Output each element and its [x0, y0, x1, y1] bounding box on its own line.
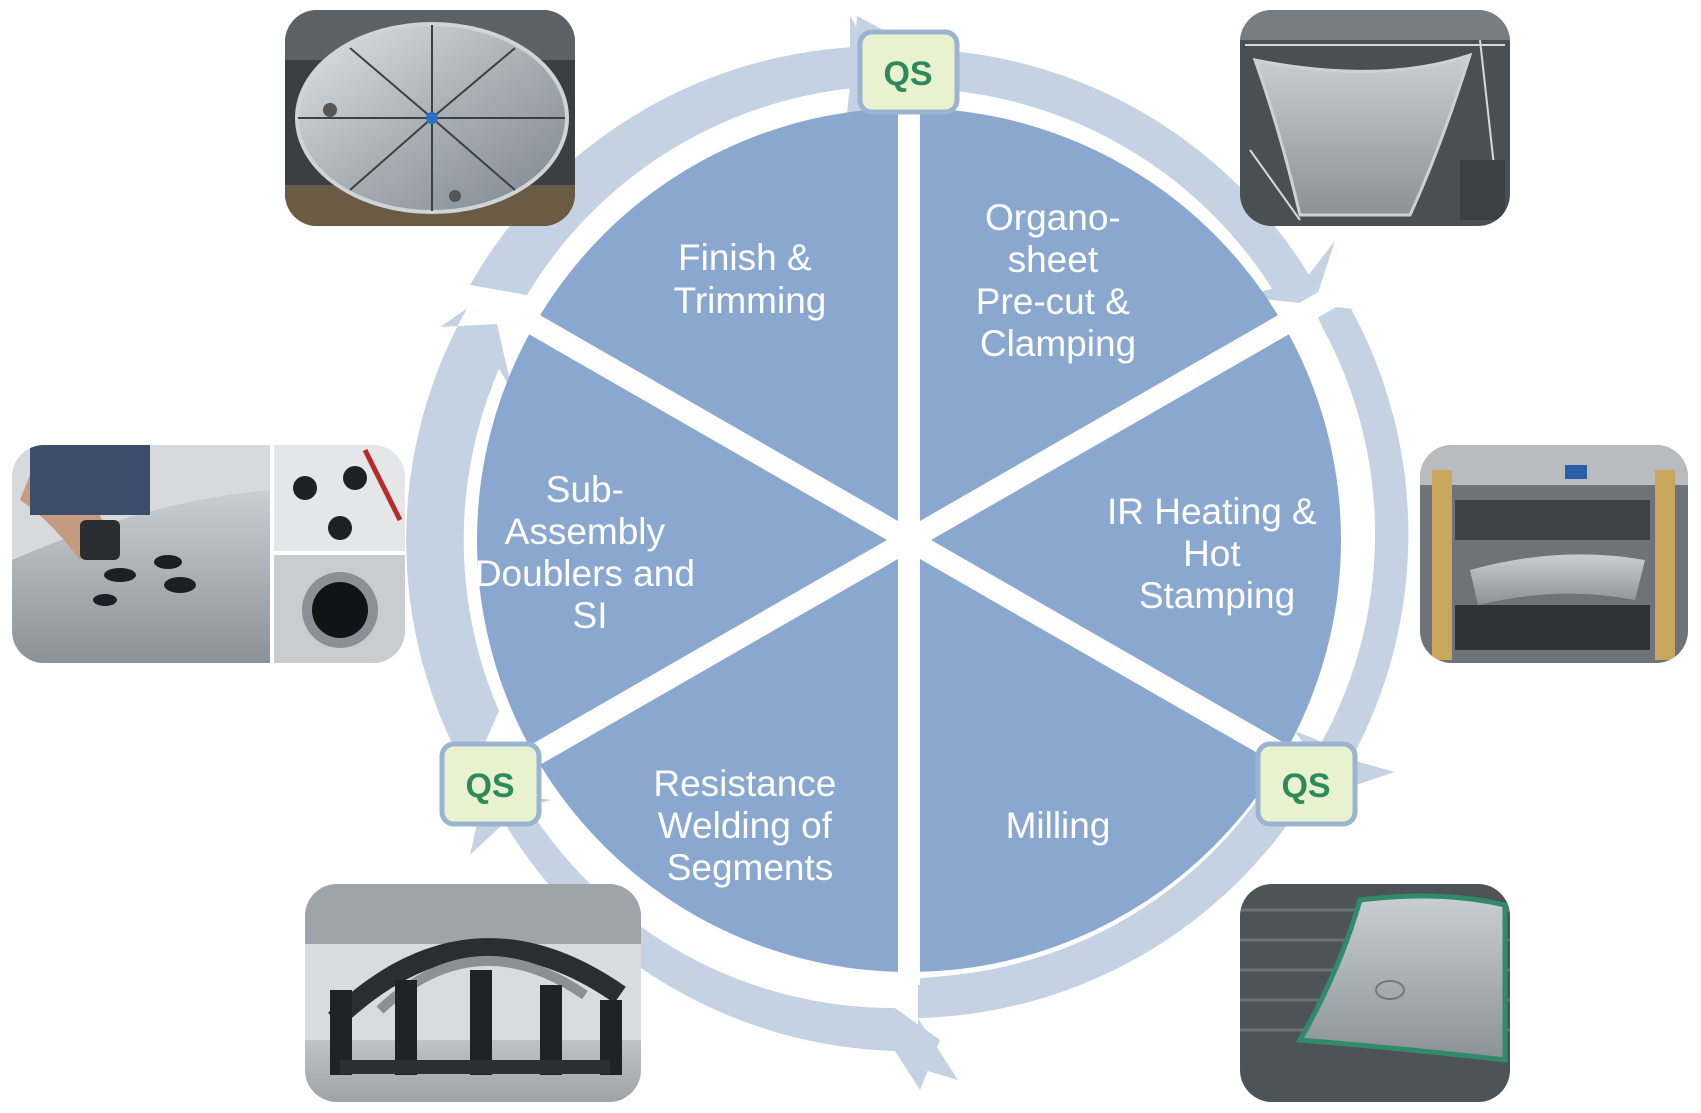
qs-badge-label: QS — [1281, 767, 1330, 805]
pie-separators — [482, 100, 1336, 985]
hot-stamping-press-photo — [1420, 445, 1688, 663]
milling-photo — [1240, 884, 1510, 1102]
qs-badge-bottom-left: QS — [439, 741, 542, 827]
welding-fixture-photo — [305, 884, 641, 1102]
step-organo-line: sheet — [1008, 239, 1099, 280]
step-subassembly-line: Assembly — [505, 511, 666, 552]
step-ir-line: Hot — [1183, 533, 1241, 574]
cycle-arrow-top-right — [846, 16, 1335, 305]
step-subassembly-line: SI — [573, 595, 608, 636]
step-subassembly-line: Doublers and — [475, 553, 695, 594]
cycle-arrow-bottom-left — [470, 790, 940, 1090]
step-finish-line: Trimming — [674, 280, 827, 321]
step-ir-line: Stamping — [1139, 575, 1295, 616]
step-label-subassembly: Sub- Assembly Doublers and SI — [475, 469, 705, 636]
qs-badge-top: QS — [857, 29, 960, 115]
qs-badge-bottom-right: QS — [1255, 741, 1358, 827]
subassembly-drilling-photo — [12, 445, 405, 663]
step-organo-line: Pre-cut & — [976, 281, 1131, 322]
cycle-arrow-left — [406, 308, 512, 772]
step-label-milling: Milling — [1006, 805, 1111, 846]
step-milling-line: Milling — [1006, 805, 1111, 846]
cycle-arrow-top-left — [470, 47, 855, 295]
cycle-arrow-right — [1295, 305, 1409, 792]
cycle-arrow-ring — [406, 16, 1409, 1090]
step-welding-line: Segments — [667, 847, 834, 888]
process-pie — [477, 100, 1341, 985]
step-label-welding: Resistance Welding of Segments — [653, 763, 846, 888]
step-label-ir: IR Heating & Hot Stamping — [1107, 491, 1327, 616]
qs-badge-label: QS — [465, 767, 514, 805]
step-finish-line: Finish & — [678, 237, 812, 278]
step-welding-line: Welding of — [658, 805, 833, 846]
step-welding-line: Resistance — [653, 763, 836, 804]
step-ir-line: IR Heating & — [1107, 491, 1317, 532]
step-organo-line: Organo- — [985, 197, 1121, 238]
step-label-organo: Organo- sheet Pre-cut & Clamping — [976, 197, 1141, 364]
step-labels: Finish & Trimming Organo- sheet Pre-cut … — [475, 197, 1327, 888]
organosheet-clamping-photo — [1240, 10, 1510, 226]
finished-dish-photo — [285, 10, 575, 226]
step-subassembly-line: Sub- — [546, 469, 624, 510]
cycle-arrow-bottom-right — [918, 760, 1309, 1080]
step-label-finish: Finish & Trimming — [674, 237, 827, 321]
qs-badge-label: QS — [883, 55, 932, 93]
step-organo-line: Clamping — [980, 323, 1136, 364]
